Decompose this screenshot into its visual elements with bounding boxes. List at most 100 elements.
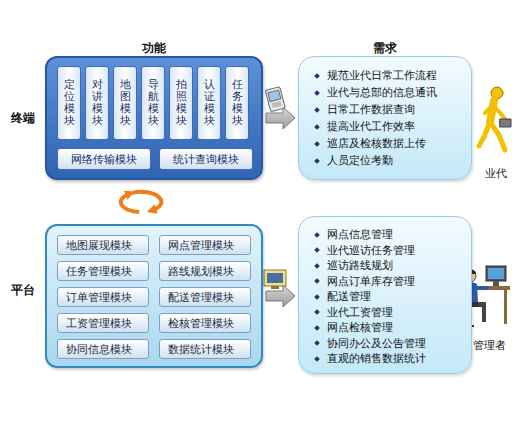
connector-arrow (266, 285, 295, 307)
module-label: 任务管理模块 (66, 264, 132, 279)
module-label: 数据统计模块 (168, 342, 234, 357)
module-label: 地图模块 (120, 79, 131, 127)
rect-shape (488, 268, 504, 279)
module-label: 拍照模块 (176, 79, 187, 127)
module-box: 统计查询模块 (159, 148, 253, 170)
caption-label: 管理者 (473, 338, 506, 353)
module-box: 拍照模块 (169, 66, 193, 140)
bullet-mark (314, 294, 320, 300)
bullet-item: 业代巡访任务管理 (315, 243, 463, 259)
section-heading: 终端 (11, 110, 35, 127)
caption-label: 功能 (142, 40, 166, 57)
module-label: 配送管理模块 (168, 290, 234, 305)
rect-shape (265, 87, 285, 112)
module-box: 工资管理模块 (57, 313, 149, 333)
platform-panel: 平台地图展现模块网点管理模块任务管理模块路线规划模块订单管理模块配送管理模块工资… (45, 224, 263, 368)
bullet-mark (314, 158, 320, 164)
module-box: 订单管理模块 (57, 287, 149, 307)
module-label: 任务模块 (232, 79, 243, 127)
bullet-item: 网点订单库存管理 (315, 274, 463, 290)
requirement-text: 协同办公及公告管理 (327, 336, 426, 352)
module-box: 导航模块 (141, 66, 165, 140)
module-box: 网络传输模块 (57, 148, 151, 170)
rect-shape (268, 90, 281, 102)
bullet-mark (314, 73, 320, 79)
requirement-text: 配送管理 (327, 289, 371, 305)
module-box: 协同信息模块 (57, 339, 149, 359)
module-label: 对讲模块 (92, 79, 103, 127)
rect-shape (486, 266, 506, 281)
bullet-mark (314, 90, 320, 96)
pda-icon (265, 87, 285, 112)
bullet-item: 网点检核管理 (315, 320, 463, 336)
module-box: 任务管理模块 (57, 261, 149, 281)
field-agent-figure (479, 87, 511, 150)
module-box: 检核管理模块 (159, 313, 251, 333)
cycle-arrow (133, 192, 162, 210)
module-label: 地图展现模块 (66, 238, 132, 253)
requirement-text: 网点订单库存管理 (327, 274, 415, 290)
rect-shape (500, 119, 511, 127)
module-box: 配送管理模块 (159, 287, 251, 307)
requirement-text: 网点检核管理 (327, 320, 393, 336)
bullet-item: 规范业代日常工作流程 (315, 67, 463, 84)
polyline-shape (485, 105, 493, 113)
bullet-item: 业代工资管理 (315, 305, 463, 321)
block-arrow (266, 285, 295, 307)
bullet-mark (314, 141, 320, 147)
requirement-text: 巡店及检核数据上传 (327, 135, 426, 152)
polyline-shape (490, 122, 505, 150)
module-box: 任务模块 (225, 66, 249, 140)
module-label: 订单管理模块 (66, 290, 132, 305)
bullet-mark (314, 263, 320, 269)
module-box: 认证模块 (197, 66, 221, 140)
requirement-box: 规范业代日常工作流程业代与总部的信息通讯日常工作数据查询提高业代工作效率巡店及检… (298, 56, 472, 180)
requirement-text: 巡访路线规划 (327, 258, 393, 274)
module-label: 检核管理模块 (168, 316, 234, 331)
bullet-mark (314, 124, 320, 130)
bullet-mark (314, 107, 320, 113)
requirement-text: 日常工作数据查询 (327, 101, 415, 118)
requirement-text: 提高业代工作效率 (327, 118, 415, 135)
requirement-text: 业代工资管理 (327, 305, 393, 321)
module-label: 定位模块 (64, 79, 75, 127)
bullet-item: 直观的销售数据统计 (315, 351, 463, 367)
rect-shape (267, 273, 283, 283)
rect-shape (493, 281, 499, 286)
bullet-mark (314, 356, 320, 362)
module-label: 协同信息模块 (66, 342, 132, 357)
module-box: 地图模块 (113, 66, 137, 140)
requirement-text: 人员定位考勤 (327, 152, 393, 169)
requirement-box: 网点信息管理业代巡访任务管理巡访路线规划网点订单库存管理配送管理业代工资管理网点… (298, 216, 472, 374)
caption-label: 需求 (373, 40, 397, 57)
polyline-shape (479, 122, 490, 146)
section-heading: 平台 (11, 282, 35, 299)
module-box: 对讲模块 (85, 66, 109, 140)
module-box: 定位模块 (57, 66, 81, 140)
module-label: 导航模块 (148, 79, 159, 127)
bullet-item: 提高业代工作效率 (315, 118, 463, 135)
bullet-item: 人员定位考勤 (315, 152, 463, 169)
bullet-mark (314, 309, 320, 315)
monitor-icon (264, 270, 286, 289)
rect-shape (272, 101, 282, 108)
requirement-text: 业代与总部的信息通讯 (327, 84, 437, 101)
bullet-mark (314, 340, 320, 346)
bullet-item: 巡店及检核数据上传 (315, 135, 463, 152)
rect-shape (271, 286, 279, 289)
bullet-item: 巡访路线规划 (315, 258, 463, 274)
connector-arrow (121, 192, 162, 212)
bullet-mark (314, 325, 320, 331)
requirement-text: 业代巡访任务管理 (327, 243, 415, 259)
module-box: 路线规划模块 (159, 261, 251, 281)
polyline-shape (493, 105, 505, 119)
terminal-panel: 终端定位模块对讲模块地图模块导航模块拍照模块认证模块任务模块网络传输模块统计查询… (45, 56, 263, 180)
rect-shape (504, 290, 507, 324)
module-box: 地图展现模块 (57, 235, 149, 255)
module-label: 工资管理模块 (66, 316, 132, 331)
module-label: 统计查询模块 (173, 152, 239, 167)
bullet-item: 业代与总部的信息通讯 (315, 84, 463, 101)
bullet-mark (314, 278, 320, 284)
bullet-mark (314, 232, 320, 238)
